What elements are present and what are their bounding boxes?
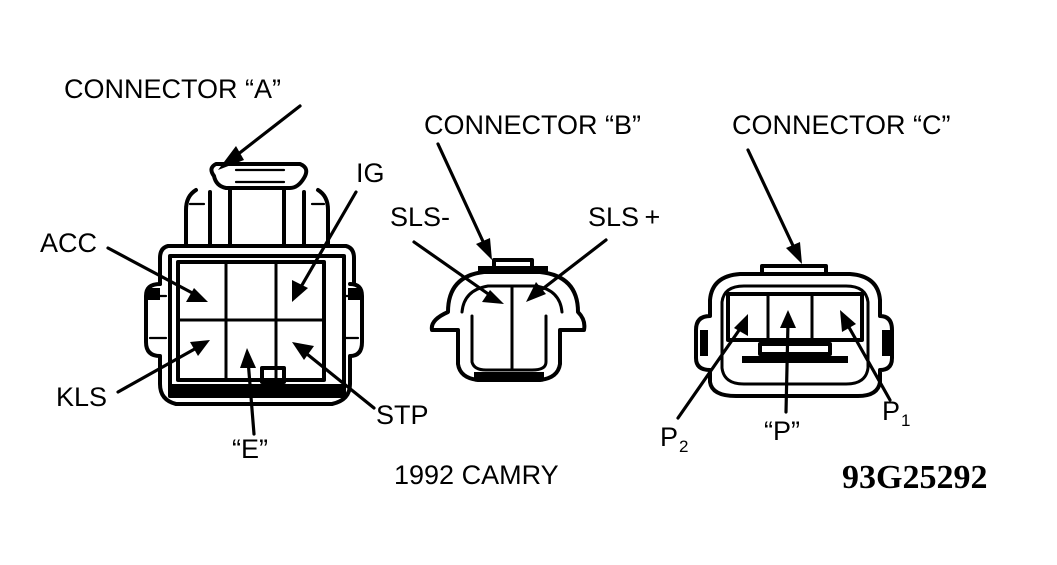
pin-label-ig: IG [356,158,385,188]
connector-a-arrows [106,104,376,436]
pin-label-sls-minus: SLS- [390,202,450,232]
pin-label-p: “P” [764,416,800,446]
pin-label-p1: P1 [882,396,910,430]
figure-code: 93G25292 [842,459,987,496]
connector-b-arrows [412,142,608,304]
pin-label-e: “E” [232,434,268,464]
model-caption: 1992 CAMRY [394,460,559,490]
pin-label-p1-subscript: 1 [901,411,910,430]
connector-a-title: CONNECTOR “A” [64,74,281,104]
connector-b-title: CONNECTOR “B” [424,110,641,140]
pin-label-p1-letter: P [882,396,900,426]
pin-label-p2-subscript: 2 [679,437,688,456]
pin-label-kls: KLS [56,382,107,412]
pin-label-p2-letter: P [660,422,678,452]
pin-label-p2: P2 [660,422,688,456]
connector-b [429,258,587,382]
connector-c [694,264,894,398]
pin-label-acc: ACC [40,228,97,258]
connector-a [144,162,364,406]
connector-c-title: CONNECTOR “C” [732,110,951,140]
pin-label-stp: STP [376,400,429,430]
connector-c-arrows [676,148,892,420]
pin-label-sls-plus: SLS + [588,202,660,232]
